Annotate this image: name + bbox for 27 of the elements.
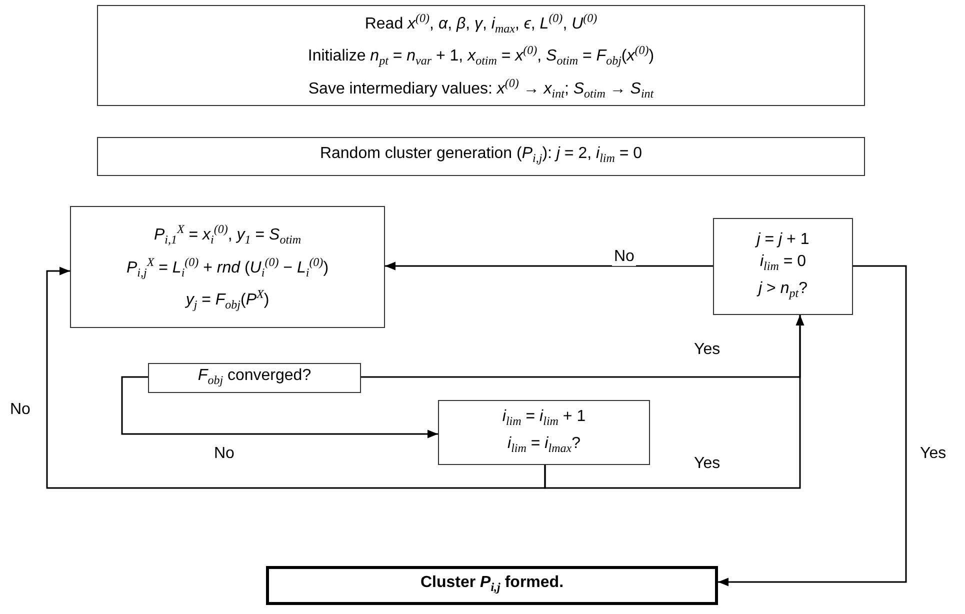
step-text: i$_{lim}$ = i$_{lim}$ + 1 xyxy=(502,407,586,430)
step-text: i$_{lim}$ = 0 xyxy=(760,252,806,276)
process-box xyxy=(713,218,853,315)
arrow xyxy=(718,265,907,586)
process-box xyxy=(97,137,865,176)
arrow xyxy=(544,315,804,489)
step-text: Initialize n$_{pt}$ = n$_{var}$ + 1, x$_{otim}$ = x$^{(0)}$, S$_{otim}$ = F$_{obj}$(x$^{(0)}$) xyxy=(308,42,654,70)
arrow xyxy=(121,376,438,438)
step-text: P$_{i,j}$$^{X}$ = L$_{i}$$^{(0)}$ + rnd (U$_{i}$$^{(0)}$ − L$_{i}$$^{(0)}$) xyxy=(126,254,329,282)
step-text: F$_{obj}$ converged? xyxy=(198,366,312,390)
step-text: j > n$_{pt}$? xyxy=(758,278,808,302)
arrow xyxy=(46,266,546,489)
step-text: Cluster P$_{i,j}$ formed. xyxy=(420,573,564,597)
step-text: y$_{j}$ = F$_{obj}$(P$^{X}$) xyxy=(186,286,270,314)
step-text: i$_{lim}$ = i$_{lmax}$? xyxy=(508,434,580,457)
process-box xyxy=(438,400,650,465)
process-box xyxy=(266,566,718,605)
process-box xyxy=(148,363,361,393)
step-text: P$_{i,1}$$^{X}$ = x$_{i}$$^{(0)}$, y$_{1}$ = S$_{otim}$ xyxy=(154,221,302,249)
step-text: j = j + 1 xyxy=(756,230,810,250)
edge-label: No xyxy=(612,248,636,266)
arrow xyxy=(385,262,713,270)
process-box xyxy=(70,206,385,328)
step-text: Random cluster generation (P$_{i,j}$): j = 2, i$_{lim}$ = 0 xyxy=(320,144,642,168)
step-text: Save intermediary values: x$^{(0)}$ → x$_{int}$; S$_{otim}$ → S$_{int}$ xyxy=(308,74,654,102)
process-box xyxy=(97,5,865,106)
step-text: Read x$^{(0)}$, α, β, γ, i$_{max}$, ϵ, L$^{(0)}$, U$^{(0)}$ xyxy=(364,10,598,38)
